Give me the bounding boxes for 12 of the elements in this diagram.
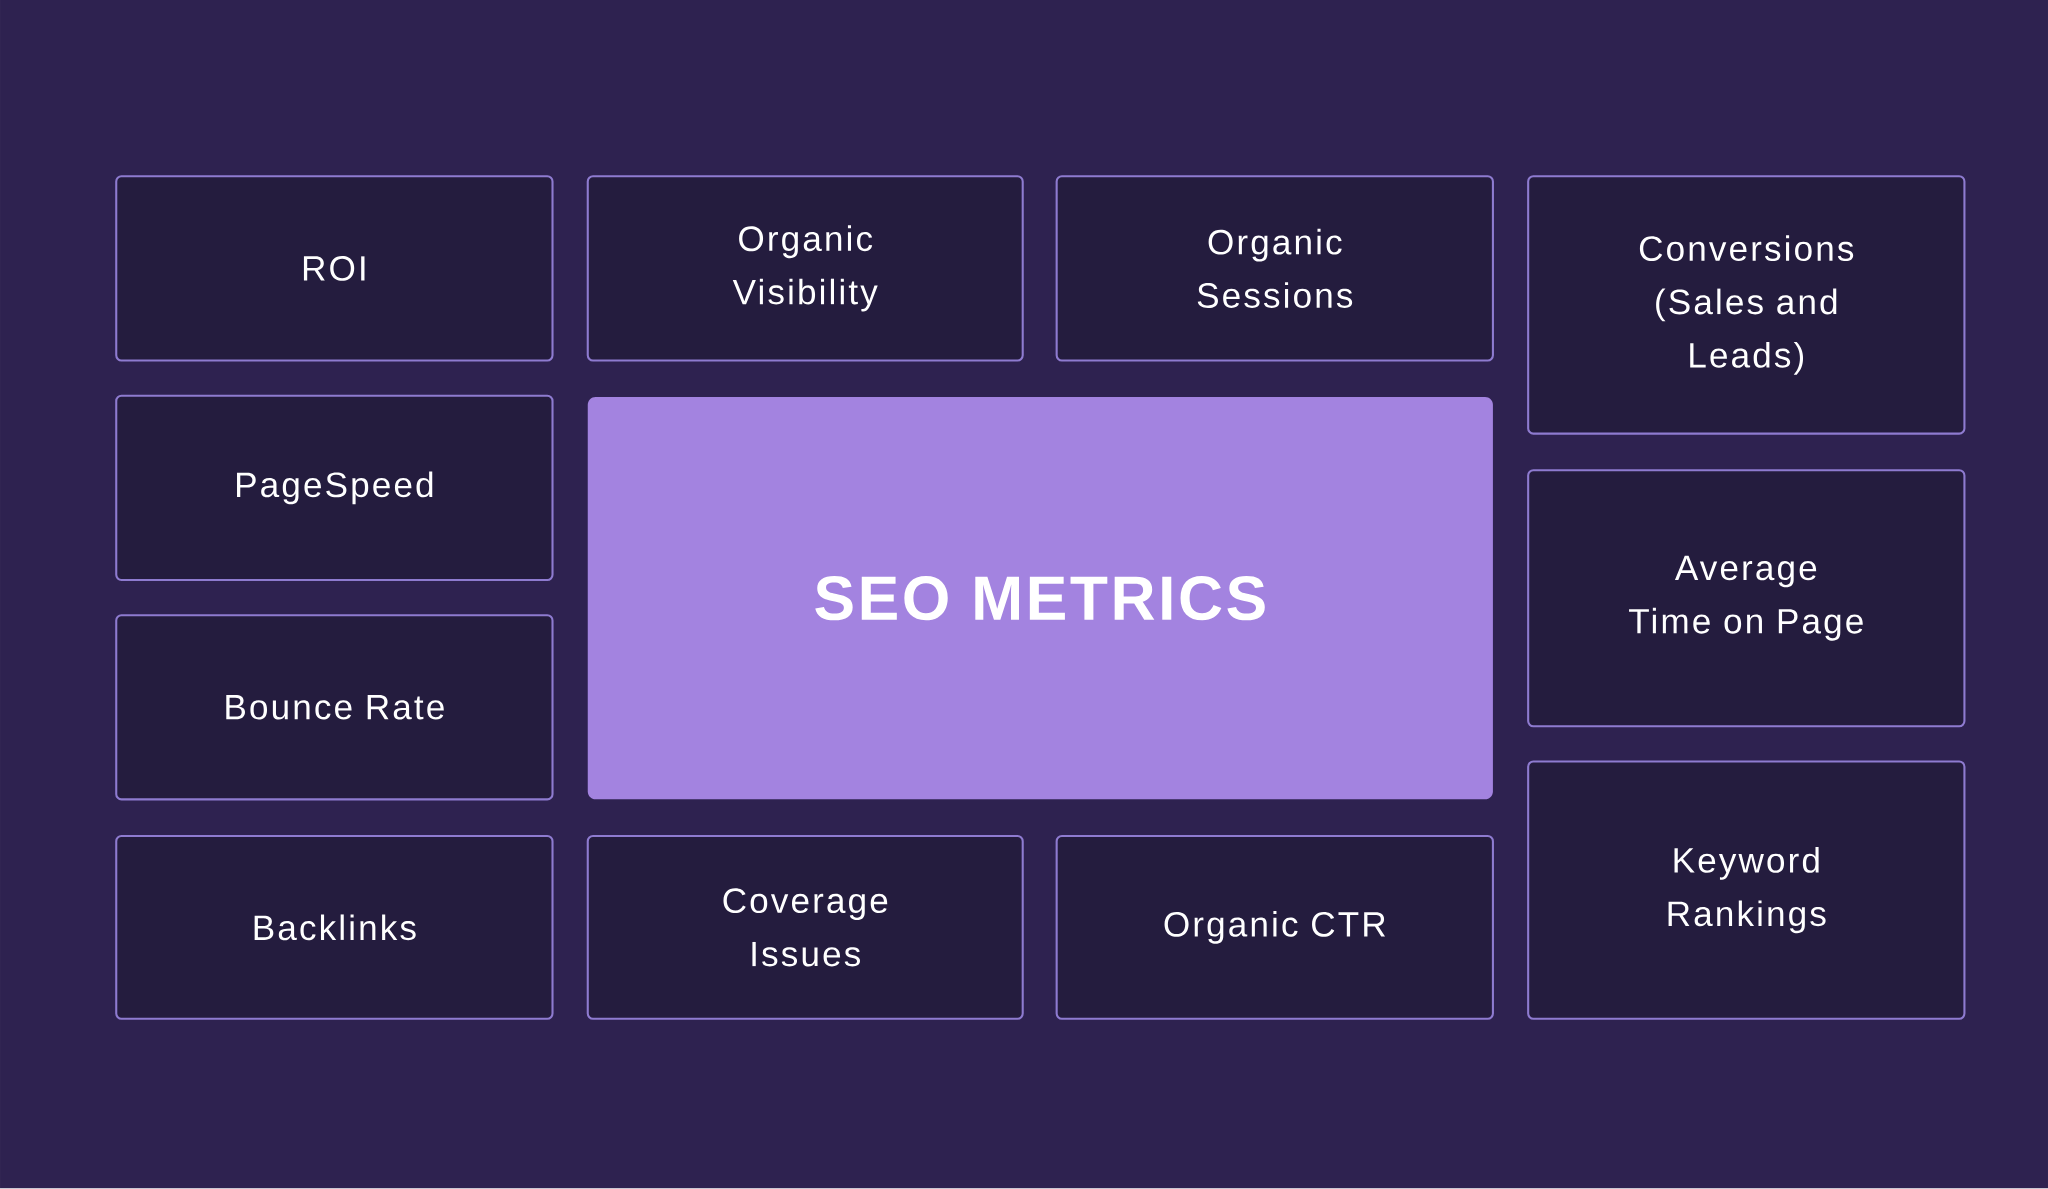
metric-box: Keyword Rankings: [1527, 760, 1966, 1021]
metric-box: Organic Visibility: [586, 175, 1024, 362]
metric-box: Bounce Rate: [115, 614, 554, 801]
metric-box: Organic Sessions: [1055, 175, 1494, 362]
metric-box: ROI: [115, 175, 554, 362]
metric-box: PageSpeed: [115, 394, 554, 582]
metric-box: Organic CTR: [1055, 835, 1494, 1021]
metric-box: Coverage Issues: [586, 835, 1024, 1021]
metric-box: Average Time on Page: [1527, 469, 1966, 728]
metric-box: Conversions (Sales and Leads): [1527, 175, 1966, 435]
center-box: SEO METRICS: [587, 397, 1493, 800]
metric-box: Backlinks: [115, 835, 554, 1021]
